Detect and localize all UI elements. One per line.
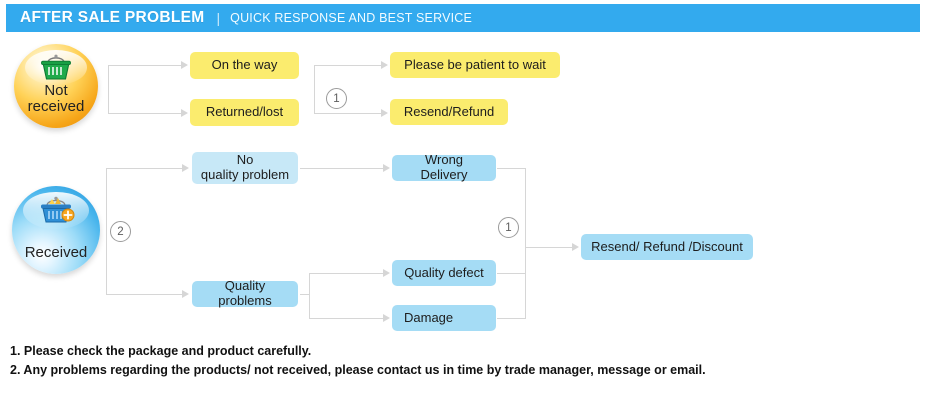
arrow-returned-lost [181,109,188,117]
connector-to-damage [309,318,384,319]
connector-merge-trunk [525,168,526,319]
node-not-received-label: Not received [28,83,85,128]
arrow-no-quality-problem [182,164,189,172]
node-received: Received [12,186,100,274]
header-separator: | [216,10,221,26]
connector-to-please-wait [314,65,382,66]
connector-quality-defect-to-merge [497,273,525,274]
connector-to-quality-defect [309,273,384,274]
node-not-received: Not received [14,44,98,128]
shopping-basket-full-icon [12,195,100,229]
box-returned-lost[interactable]: Returned/lost [190,99,299,126]
connector-received-trunk [106,168,107,294]
arrow-please-wait [381,61,388,69]
note-line-2: 2. Any problems regarding the products/ … [10,363,706,378]
box-wrong-delivery[interactable]: Wrong Delivery [392,152,496,182]
connector-quality-problems-trunk [309,273,310,318]
arrow-quality-defect [383,269,390,277]
page-title: AFTER SALE PROBLEM [20,9,205,26]
header-subtitle: QUICK RESPONSE AND BEST SERVICE [230,11,473,25]
arrow-quality-problems [182,290,189,298]
marker-one-top: 1 [326,88,347,109]
connector-received-to-no-quality-problem [106,168,183,169]
box-damage-label: Damage [404,309,454,325]
box-resend-refund[interactable]: Resend/Refund [390,99,508,125]
box-no-quality-problem-line2: quality problem [200,167,290,182]
node-not-received-line2: received [27,97,85,115]
connector-received-to-quality-problems [106,294,183,295]
header-banner: AFTER SALE PROBLEM | QUICK RESPONSE AND … [6,4,920,32]
connector-not-received-trunk [108,65,109,113]
connector-damage-to-merge [497,318,525,319]
connector-quality-problems-stem [300,294,310,295]
footer-notes: 1. Please check the package and product … [10,342,910,381]
box-damage[interactable]: Damage [392,305,496,331]
marker-two-received: 2 [110,221,131,242]
box-quality-problems[interactable]: Quality problems [192,278,298,308]
box-quality-defect[interactable]: Quality defect [392,260,496,286]
marker-one-bottom: 1 [498,217,519,238]
box-resend-refund-discount[interactable]: Resend/ Refund /Discount [581,234,753,260]
box-no-quality-problem-line1: No [236,152,254,168]
connector-not-received-to-returned-lost [108,113,182,114]
box-on-the-way[interactable]: On the way [190,52,299,79]
connector-not-received-to-on-the-way [108,65,182,66]
box-please-be-patient-to-wait[interactable]: Please be patient to wait [390,52,560,78]
connector-top-outcomes-trunk [314,65,315,113]
connector-no-quality-problem-to-wrong-delivery [300,168,384,169]
node-not-received-line1: Not [44,82,68,100]
arrow-wrong-delivery [383,164,390,172]
node-received-label: Received [24,243,88,261]
shopping-basket-icon [14,53,98,85]
note-line-1: 1. Please check the package and product … [10,344,312,358]
box-no-quality-problem[interactable]: No quality problem [192,152,298,184]
arrow-on-the-way [181,61,188,69]
arrow-resend-refund-discount [572,243,579,251]
connector-to-resend-refund [314,113,382,114]
arrow-damage [383,314,390,322]
arrow-resend-refund [381,109,388,117]
connector-wrong-delivery-to-merge [497,168,525,169]
connector-merge-to-resend-refund-discount [525,247,573,248]
